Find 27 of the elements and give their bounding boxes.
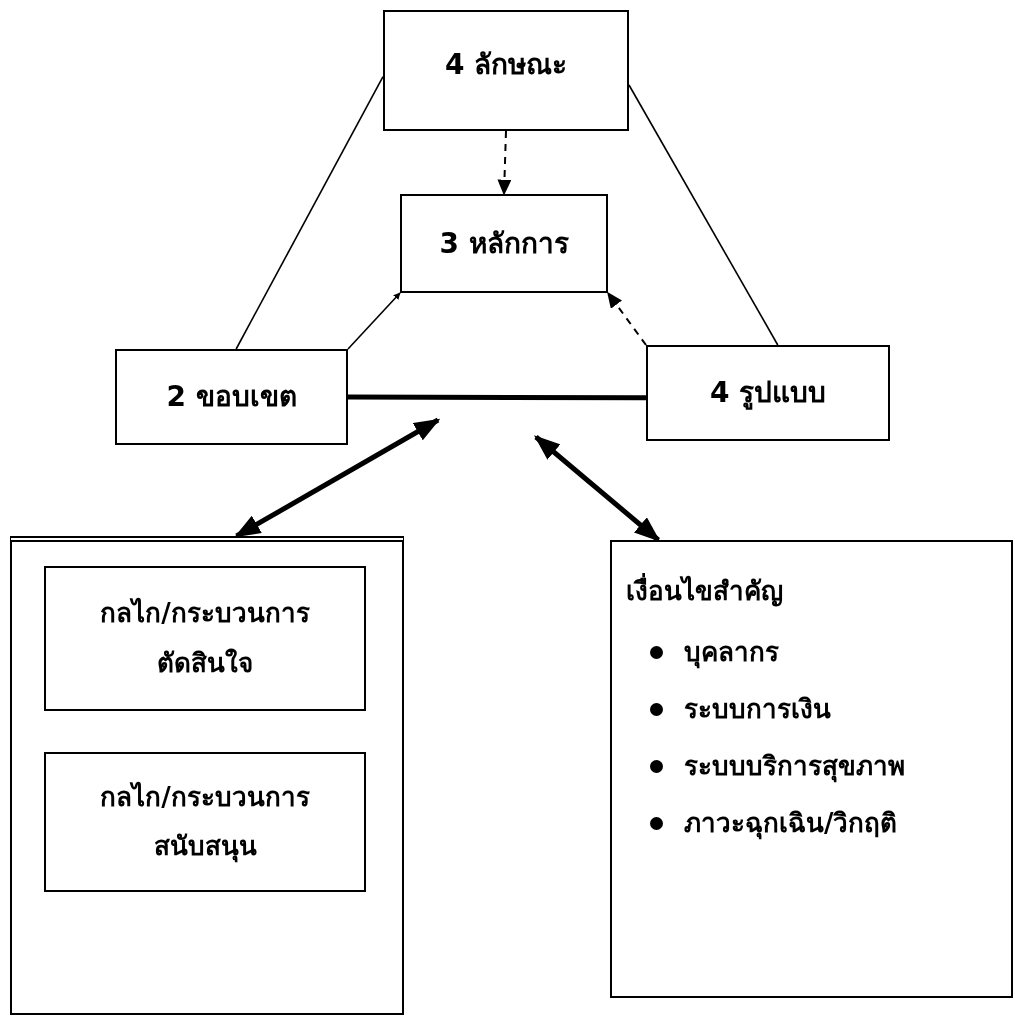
text-box (646, 345, 890, 441)
box-label: 3 หลักการ (439, 225, 569, 262)
box-label: 4 รูปแบบ (709, 375, 827, 412)
text-box (400, 194, 608, 293)
connector-line (235, 75, 384, 350)
bullet-item: ภาวะฉุกเฉิน/วิกฤติ (650, 802, 898, 843)
bullet-item: ระบบบริการสุขภาพ (650, 745, 905, 786)
text-box (115, 349, 348, 445)
arrow (607, 291, 647, 346)
arrow (534, 435, 660, 542)
box-label: 2 ขอบเขต (166, 379, 297, 416)
container-box (10, 536, 404, 1015)
text-box (44, 752, 366, 892)
text-box (383, 10, 629, 131)
bullet-item: บุคลากร (650, 631, 779, 672)
text-box (44, 566, 366, 711)
connector-line (348, 394, 646, 401)
box-label: 4 ลักษณะ (444, 47, 568, 83)
arrow (234, 417, 440, 539)
heading: เงื่อนไขสำคัญ (626, 570, 783, 611)
arrow (347, 292, 401, 350)
box-label: กลไก/กระบวนการ ตัดสินใจ (99, 596, 311, 680)
text-box (610, 540, 1013, 998)
box-label: กลไก/กระบวนการ สนับสนุน (99, 780, 311, 865)
bullet-item: ระบบการเงิน (650, 688, 831, 729)
arrow (497, 130, 512, 196)
connector-line (628, 84, 779, 346)
